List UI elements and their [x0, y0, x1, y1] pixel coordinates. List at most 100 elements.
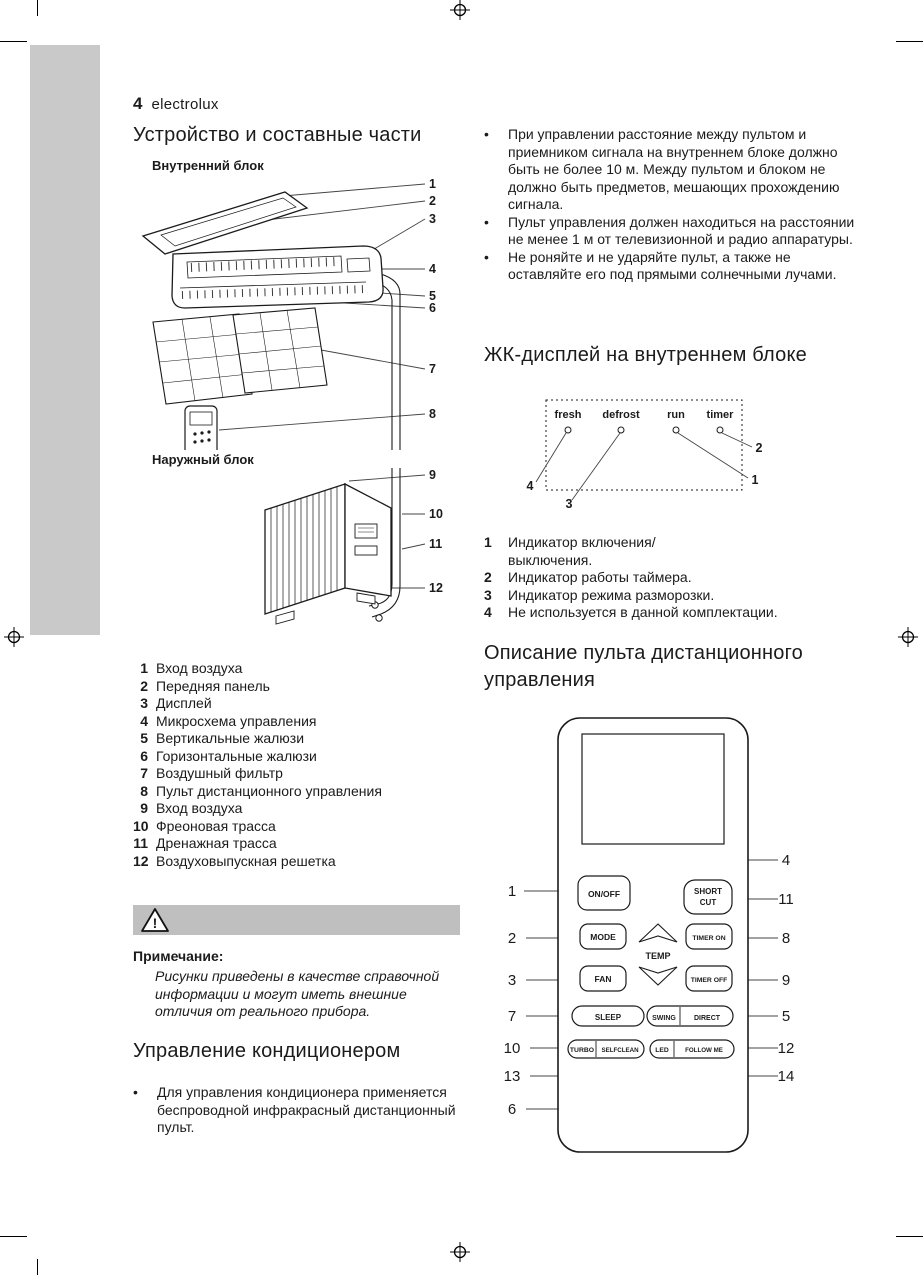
- temp-up-arrow-icon: [638, 923, 678, 943]
- indicator-lamp: [617, 426, 625, 434]
- crop-mark: [896, 41, 923, 42]
- remote-callout-5: 5: [782, 1008, 790, 1025]
- short-cut-button: [683, 879, 733, 915]
- led-followme-button: [649, 1039, 735, 1059]
- indoor-callout-6: 6: [429, 301, 436, 315]
- remote-callout-11: 11: [778, 891, 794, 908]
- remote-callout-14: 14: [778, 1068, 795, 1085]
- indoor-callout-1: 1: [429, 177, 436, 191]
- valve: [375, 614, 383, 622]
- remote-callout-2: 2: [508, 930, 516, 947]
- crop-mark: [896, 1236, 923, 1237]
- bullet-item: •Пульт управления должен находиться на р…: [484, 213, 855, 248]
- section-title-lcd: ЖК-дисплей на внутреннем блоке: [484, 344, 807, 366]
- sleep-button: [571, 1005, 645, 1027]
- front-panel-open: [141, 191, 309, 255]
- temp-label: TEMP: [645, 951, 670, 961]
- bullet-dot: •: [484, 213, 489, 230]
- bullet-item: •Не роняйте и не ударяйте пульт, а также…: [484, 248, 837, 283]
- note-title: Примечание:: [133, 948, 224, 964]
- lcd-label-timer: timer: [707, 409, 735, 421]
- led-label: LED: [655, 1047, 669, 1054]
- remote-callout-7: 7: [508, 1008, 516, 1025]
- mode-button: [579, 923, 627, 950]
- indoor-unit-label: Внутренний блок: [152, 158, 264, 173]
- lcd-callout-3: 3: [566, 497, 573, 511]
- registration-mark-icon: [450, 0, 470, 20]
- indicator-lamp: [564, 426, 572, 434]
- remote-callout-13: 13: [504, 1068, 521, 1085]
- swing-direct-button: [646, 1005, 734, 1027]
- bullet-dot: •: [133, 1084, 138, 1100]
- indoor-unit-diagram: 1 2 3 4 5 6 7 8: [141, 177, 436, 450]
- indoor-callout-2: 2: [429, 194, 436, 208]
- selfclean-label: SELFCLEAN: [601, 1047, 639, 1054]
- outdoor-callout-11: 11: [429, 537, 442, 551]
- lcd-label-run: run: [667, 409, 685, 421]
- timer-on-label: TIMER ON: [692, 935, 725, 942]
- crop-mark: [0, 1236, 27, 1237]
- timer-off-label: TIMER OFF: [691, 977, 728, 984]
- outdoor-unit-diagram: 9 10 11 12: [264, 468, 443, 625]
- on-off-label: ON/OFF: [588, 889, 620, 899]
- remote-callout-12: 12: [778, 1040, 795, 1057]
- bullet-dot: •: [484, 248, 489, 265]
- air-filter-b: [232, 307, 328, 394]
- timer-off-button: [685, 965, 733, 992]
- warning-bar: !: [133, 905, 460, 935]
- remote-callout-3: 3: [508, 972, 516, 989]
- remote-callout-8: 8: [782, 930, 790, 947]
- fan-button: [579, 965, 627, 992]
- lcd-label-fresh: fresh: [555, 409, 582, 421]
- indoor-callout-7: 7: [429, 362, 436, 376]
- registration-mark-icon: [450, 1242, 470, 1262]
- indoor-callout-5: 5: [429, 289, 436, 303]
- lcd-callout-2: 2: [756, 441, 763, 455]
- remote-callout-10: 10: [504, 1040, 521, 1057]
- indoor-callout-3: 3: [429, 212, 436, 226]
- remote-callout-4: 4: [782, 852, 790, 869]
- brand-logo: electrolux: [151, 96, 219, 113]
- svg-text:!: !: [153, 915, 158, 931]
- side-gray-bar: [30, 45, 100, 635]
- registration-mark-icon: [898, 627, 918, 647]
- crop-mark: [0, 41, 27, 42]
- short-label: SHORT: [694, 887, 722, 896]
- grille-lines: [270, 487, 338, 612]
- mode-label: MODE: [590, 932, 616, 942]
- warning-icon: !: [141, 908, 169, 932]
- label-sticker: [354, 545, 378, 556]
- on-off-button: [577, 875, 631, 911]
- remote-small-drawing: [184, 405, 218, 450]
- remote-callout-6: 6: [508, 1101, 516, 1118]
- outdoor-callout-12: 12: [429, 581, 443, 595]
- outdoor-callout-10: 10: [429, 507, 443, 521]
- foot: [356, 592, 376, 605]
- remote-control-diagram: ON/OFF SHORT CUT MODE TIMER ON FAN TIMER…: [504, 717, 795, 1153]
- remote-callout-1: 1: [508, 883, 516, 900]
- bullet-dot: •: [484, 126, 489, 142]
- lcd-outline: [545, 399, 743, 491]
- control-bullets: •Для управления кондиционера применяется…: [133, 1084, 460, 1137]
- lcd-display-diagram: fresh defrost run timer 2 1 4 3: [527, 399, 763, 511]
- outdoor-callout-9: 9: [429, 468, 436, 482]
- bullet-item: •Для управления кондиционера применяется…: [133, 1084, 456, 1135]
- foot: [275, 610, 295, 625]
- remote-screen: [581, 733, 725, 845]
